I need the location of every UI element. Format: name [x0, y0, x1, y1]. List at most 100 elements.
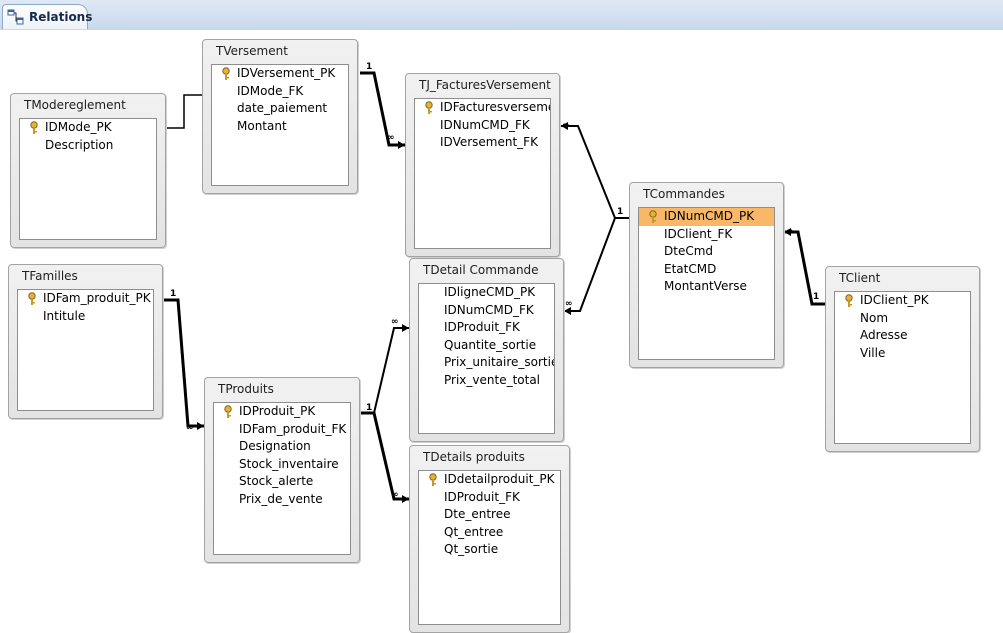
field-item[interactable]: Dte_entree: [419, 506, 560, 524]
field-primary-key[interactable]: IDProduit_PK: [214, 403, 350, 421]
field-name: Stock_inventaire: [239, 456, 339, 471]
field-item[interactable]: Montant: [212, 118, 348, 136]
field-name: IDFacturesversement_PK: [440, 100, 550, 114]
field-list[interactable]: IDdetailproduit_PK IDProduit_FK Dte_entr…: [418, 470, 561, 625]
field-primary-key[interactable]: IDFacturesversement_PK: [415, 99, 550, 117]
field-item[interactable]: EtatCMD: [639, 261, 774, 279]
table-tversement[interactable]: TVersement IDVersement_PK IDMode_FK date…: [202, 39, 358, 194]
field-name: IDClient_PK: [860, 293, 929, 307]
field-item[interactable]: IDProduit_FK: [419, 319, 554, 337]
primary-key-icon: [425, 101, 433, 114]
field-primary-key[interactable]: IDVersement_PK: [212, 65, 348, 83]
field-item[interactable]: IDClient_FK: [639, 226, 774, 244]
field-item[interactable]: Prix_de_vente: [214, 491, 350, 509]
field-item[interactable]: Prix_vente_total: [419, 372, 554, 390]
field-name: IDVersement_FK: [440, 135, 538, 149]
field-primary-key[interactable]: IDClient_PK: [835, 292, 970, 310]
table-tclient[interactable]: TClient IDClient_PK Nom Adresse Ville: [825, 266, 980, 452]
field-name: date_paiement: [237, 101, 328, 115]
primary-key-icon: [845, 294, 853, 307]
field-item[interactable]: Description: [20, 137, 156, 155]
table-tproduits[interactable]: TProduits IDProduit_PK IDFam_produit_FK …: [204, 377, 360, 563]
field-item[interactable]: Qt_sortie: [419, 541, 560, 559]
field-primary-key[interactable]: IDligneCMD_PK: [419, 284, 554, 302]
field-name: Prix_unitaire_sortie: [444, 355, 555, 369]
table-title: TClient: [839, 271, 881, 285]
table-title: TDetail Commande: [423, 263, 539, 277]
field-item[interactable]: IDVersement_FK: [415, 134, 550, 152]
field-item[interactable]: IDMode_FK: [212, 83, 348, 101]
cardinality-one-label: 1: [170, 289, 176, 299]
cardinality-one-label: 1: [813, 292, 819, 302]
field-primary-key-selected[interactable]: IDNumCMD_PK: [639, 208, 774, 226]
table-tj-facturesversement[interactable]: TJ_FacturesVersement IDFacturesversement…: [405, 73, 560, 257]
field-list[interactable]: IDProduit_PK IDFam_produit_FK Designatio…: [213, 402, 351, 555]
table-tcommandes[interactable]: TCommandes IDNumCMD_PK IDClient_FK DteCm…: [629, 182, 784, 368]
field-list[interactable]: IDMode_PK Description: [19, 118, 157, 240]
field-list[interactable]: IDNumCMD_PK IDClient_FK DteCmd EtatCMD M…: [638, 207, 775, 360]
field-item[interactable]: Stock_alerte: [214, 473, 350, 491]
field-item[interactable]: Prix_unitaire_sortie: [419, 354, 554, 372]
field-name: IDdetailproduit_PK: [444, 472, 555, 486]
field-name: Adresse: [860, 328, 908, 342]
primary-key-icon: [28, 292, 36, 305]
field-item[interactable]: Stock_inventaire: [214, 456, 350, 474]
cardinality-many-label: ∞: [186, 423, 194, 433]
table-tdetail-commande[interactable]: TDetail Commande IDligneCMD_PK IDNumCMD_…: [409, 258, 564, 442]
field-item[interactable]: Adresse: [835, 327, 970, 345]
field-primary-key[interactable]: IDMode_PK: [20, 119, 156, 137]
table-tfamilles[interactable]: TFamilles IDFam_produit_PK Intitule: [8, 264, 163, 419]
field-item[interactable]: Qt_entree: [419, 524, 560, 542]
table-tmodereglement[interactable]: TModereglement IDMode_PK Description: [10, 93, 166, 248]
cardinality-many-label: ∞: [391, 490, 399, 500]
tab-relations[interactable]: Relations: [2, 4, 92, 29]
table-title: TDetails produits: [423, 450, 525, 464]
field-name: Qt_entree: [444, 524, 504, 539]
table-title: TCommandes: [643, 187, 725, 201]
field-name: Ville: [860, 345, 886, 360]
field-item[interactable]: Quantite_sortie: [419, 337, 554, 355]
field-list[interactable]: IDFam_produit_PK Intitule: [17, 289, 154, 411]
primary-key-icon: [224, 405, 232, 418]
cardinality-one-label: 1: [617, 207, 623, 217]
relationship-line: [784, 230, 826, 306]
field-item[interactable]: Nom: [835, 310, 970, 328]
cardinality-many-label: ∞: [387, 133, 395, 143]
field-item[interactable]: IDFam_produit_FK: [214, 421, 350, 439]
field-name: IDProduit_PK: [239, 404, 316, 418]
field-item[interactable]: DteCmd: [639, 243, 774, 261]
field-item[interactable]: Designation: [214, 438, 350, 456]
table-tdetails-produits[interactable]: TDetails produits IDdetailproduit_PK IDP…: [409, 445, 570, 633]
field-name: Designation: [239, 439, 311, 453]
field-name: Montant: [237, 118, 287, 133]
relationship-line: [160, 94, 202, 129]
field-item[interactable]: Intitule: [18, 308, 153, 326]
field-list[interactable]: IDVersement_PK IDMode_FK date_paiement M…: [211, 64, 349, 186]
relationship-line: [360, 71, 405, 147]
field-name: Qt_sortie: [444, 542, 499, 556]
cardinality-many-label: ∞: [565, 299, 573, 309]
field-primary-key[interactable]: IDFam_produit_PK: [18, 290, 153, 308]
field-item[interactable]: Ville: [835, 345, 970, 363]
field-item[interactable]: IDProduit_FK: [419, 489, 560, 507]
cardinality-many-label: ∞: [562, 121, 570, 131]
field-item[interactable]: MontantVerse: [639, 278, 774, 296]
field-name: IDClient_FK: [664, 226, 733, 241]
table-title: TModereglement: [24, 98, 126, 112]
field-name: IDMode_PK: [45, 120, 112, 134]
field-name: IDNumCMD_FK: [444, 302, 534, 317]
field-name: IDProduit_FK: [444, 320, 520, 334]
relationship-lines: 1 ∞ 1 ∞ ∞ 1 ∞ 1 ∞ 1 ∞ ∞: [160, 62, 826, 503]
field-item[interactable]: IDNumCMD_FK: [419, 302, 554, 320]
field-item[interactable]: date_paiement: [212, 100, 348, 118]
field-name: IDVersement_PK: [237, 66, 336, 80]
field-list[interactable]: IDligneCMD_PK IDNumCMD_FK IDProduit_FK Q…: [418, 283, 555, 434]
field-name: DteCmd: [664, 244, 714, 258]
field-list[interactable]: IDFacturesversement_PK IDNumCMD_FK IDVer…: [414, 98, 551, 249]
relationships-canvas[interactable]: 1 ∞ 1 ∞ ∞ 1 ∞ 1 ∞ 1 ∞ ∞ TModereglement I…: [0, 30, 1003, 633]
relationship-line: [360, 411, 409, 501]
field-item[interactable]: IDNumCMD_FK: [415, 117, 550, 135]
document-tab-bar: Relations: [0, 0, 1003, 31]
field-list[interactable]: IDClient_PK Nom Adresse Ville: [834, 291, 971, 444]
field-primary-key[interactable]: IDdetailproduit_PK: [419, 471, 560, 489]
